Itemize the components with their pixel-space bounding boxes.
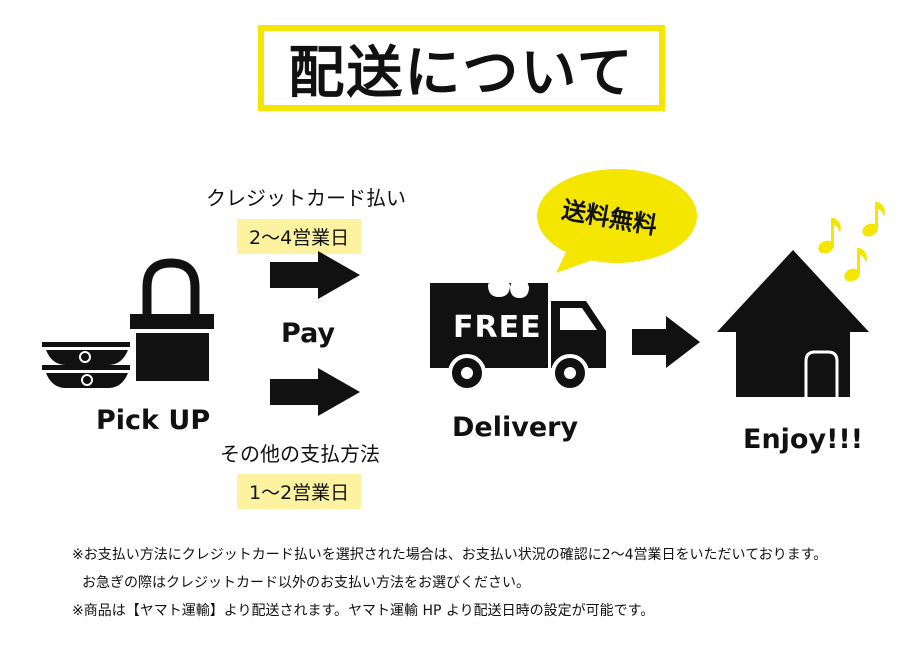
arrow-right-icon <box>270 251 360 299</box>
speech-bubble-icon <box>537 169 697 273</box>
page-title: 配送について <box>288 40 635 106</box>
card-payment-label: クレジットカード払い <box>206 186 406 210</box>
note-line-2: お急ぎの際はクレジットカード以外のお支払い方法をお選びください。 <box>82 575 530 591</box>
arrow-right-icon <box>632 316 700 368</box>
delivery-label: Delivery <box>452 412 579 443</box>
note-line-3: ※商品は【ヤマト運輸】より配送されます。ヤマト運輸 HP より配送日時の設定が可… <box>72 603 655 619</box>
music-notes-icon <box>818 202 885 282</box>
arrow-right-icon <box>270 368 360 416</box>
other-days-badge: 1～2営業日 <box>237 474 362 509</box>
pay-label: Pay <box>281 318 336 349</box>
bowls-and-bag-icon <box>42 258 214 388</box>
other-payment-label: その他の支払方法 <box>220 442 380 466</box>
card-days-badge: 2～4営業日 <box>237 219 362 254</box>
delivery-truck-icon <box>430 275 606 392</box>
truck-free-text: FREE <box>453 310 542 345</box>
title-frame: 配送について <box>258 25 665 111</box>
note-line-1: ※お支払い方法にクレジットカード払いを選択された場合は、お支払い状況の確認に2～… <box>72 547 828 563</box>
enjoy-label: Enjoy!!! <box>743 424 864 455</box>
house-icon <box>717 250 869 397</box>
pickup-label: Pick UP <box>96 405 211 436</box>
